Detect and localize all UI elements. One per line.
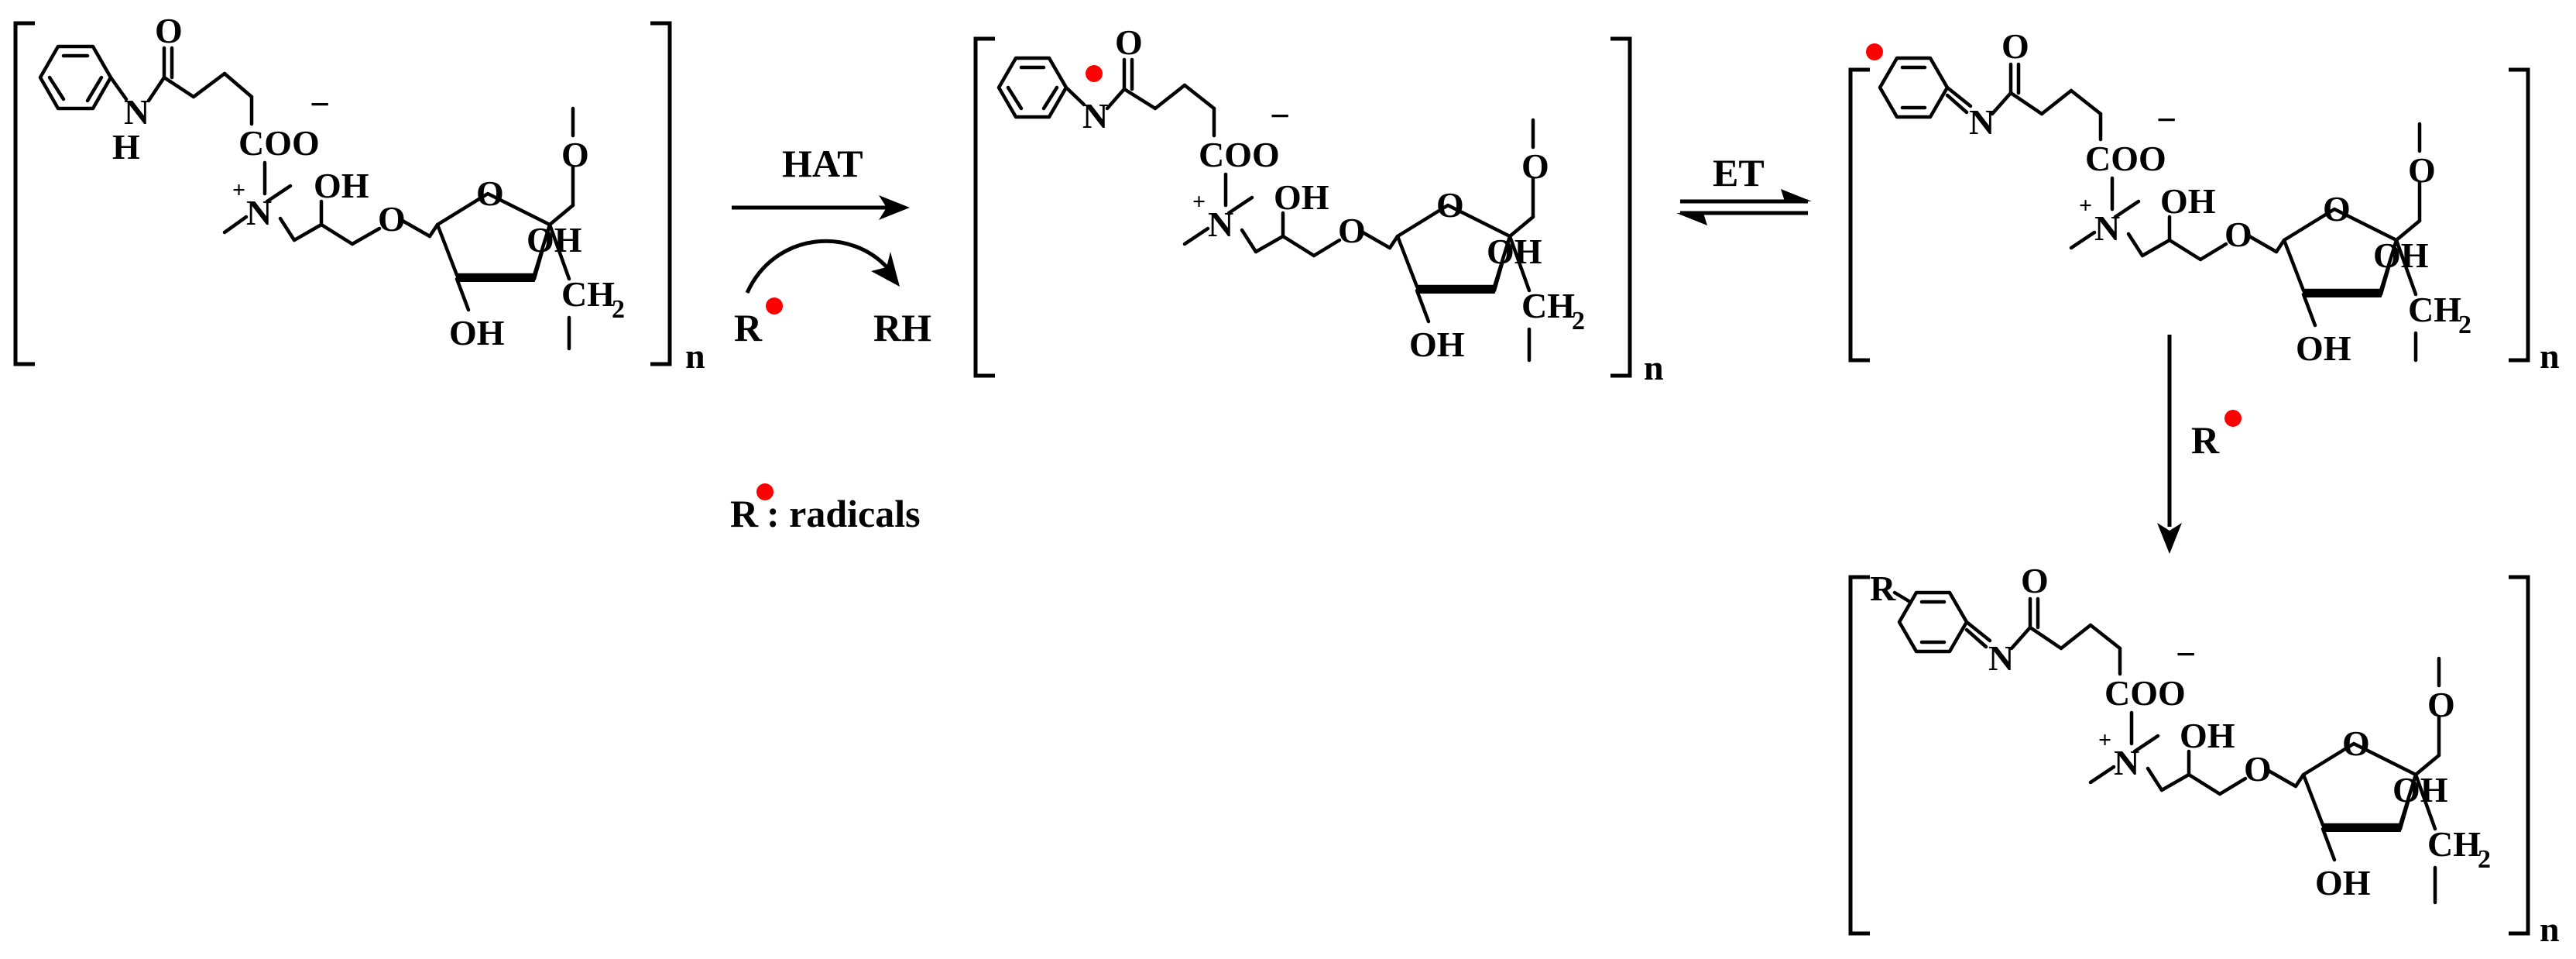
oh-top: OH (1274, 177, 1329, 217)
ring-o: O (476, 174, 504, 213)
oh-top: OH (314, 166, 369, 205)
coo-charge: − (1270, 96, 1290, 136)
ether-o: O (378, 199, 406, 239)
coo-group: COO (238, 123, 320, 163)
amide-n: N (1082, 96, 1108, 136)
benzene-ring (38, 44, 113, 111)
radical-dot (1086, 65, 1103, 82)
reactant-radical-dot (766, 297, 783, 315)
furanose-ring (2301, 741, 2418, 827)
ring-o: O (2342, 724, 2370, 763)
n-plus-sign: + (2079, 193, 2092, 218)
oh-top: OH (2180, 716, 2235, 755)
carbonyl-o: O (2021, 561, 2049, 600)
ch2-group: CH (2408, 290, 2461, 329)
ch2-group: CH (2427, 824, 2481, 864)
amide-n: N (124, 92, 149, 132)
ring-o: O (2323, 189, 2351, 229)
oh-top: OH (2160, 181, 2216, 221)
ch2-subscript: 2 (1572, 307, 1585, 335)
radical-addition-step: R (2157, 335, 2242, 554)
right-bracket (650, 21, 672, 366)
molecule-1: n N H O COO − OH + N O (13, 11, 705, 376)
n-plus-sign: + (1192, 189, 1206, 215)
left-bracket (13, 21, 35, 366)
amide-h: H (112, 127, 140, 167)
oh-bottom: OH (2296, 328, 2351, 368)
ether-o: O (1338, 211, 1366, 250)
ether-o: O (2244, 749, 2272, 789)
reactant-radical-r: R (734, 306, 763, 349)
repeat-n: n (2540, 909, 2560, 949)
ch2-subscript: 2 (612, 295, 625, 324)
down-radical-dot (2224, 410, 2242, 427)
product-rh: RH (873, 306, 931, 349)
oh-bottom: OH (2315, 863, 2371, 902)
r-substituent: R (1870, 569, 1896, 608)
imine-n: N (1969, 102, 1995, 142)
et-label: ET (1713, 151, 1765, 194)
left-bracket (1848, 575, 1870, 936)
coo-charge: − (2176, 634, 2196, 674)
curved-arrow (745, 239, 892, 294)
methoxy-o: O (2427, 685, 2455, 724)
carbonyl-o: O (1115, 22, 1143, 62)
carbonyl-o: O (155, 11, 183, 50)
coo-charge: − (2156, 100, 2176, 139)
quinoid-ring (1878, 56, 1950, 119)
right-bracket (2509, 575, 2530, 936)
oh-bottom: OH (1409, 325, 1465, 364)
n-plus-sign: + (2098, 727, 2111, 753)
down-radical-r: R (2191, 418, 2220, 462)
furanose-ring (435, 191, 552, 277)
methoxy-o: O (561, 135, 589, 174)
hat-step: HAT R RH (732, 142, 931, 349)
legend-text: : radicals (767, 492, 921, 535)
imine-n: N (1988, 638, 2014, 678)
coo-group: COO (2104, 673, 2186, 713)
molecule-3: n N O COO − OH + N O O OH (1848, 26, 2560, 376)
molecule-2: n N O COO − OH + N O O OH (973, 22, 1664, 387)
legend-symbol: R (730, 492, 759, 535)
right-bracket (2509, 67, 2530, 363)
methoxy-o: O (2408, 150, 2436, 190)
repeat-n: n (1644, 348, 1664, 387)
repeat-n: n (2540, 336, 2560, 376)
legend: R : radicals (730, 483, 921, 535)
ch2-group: CH (561, 274, 615, 314)
coo-group: COO (1199, 135, 1280, 174)
oh-bottom: OH (449, 313, 505, 352)
right-bracket (1610, 36, 1632, 378)
hat-label: HAT (782, 142, 863, 185)
quinoid-ring (1897, 590, 1969, 654)
left-bracket (973, 36, 995, 378)
et-step: ET (1676, 151, 1812, 225)
ether-o: O (2224, 215, 2252, 254)
n-plus-sign: + (232, 177, 245, 203)
coo-charge: − (310, 84, 330, 124)
coo-group: COO (2085, 139, 2166, 178)
furanose-ring (2282, 207, 2399, 293)
molecule-4: n R N O COO − OH + N O O (1848, 561, 2560, 949)
furanose-ring (1395, 203, 1512, 289)
benzene-ring (996, 56, 1068, 119)
radical-dot (1866, 43, 1883, 60)
ring-o: O (1436, 185, 1464, 225)
methoxy-o: O (1521, 146, 1549, 186)
ch2-subscript: 2 (2458, 311, 2471, 339)
ch2-subscript: 2 (2478, 845, 2491, 874)
carbonyl-o: O (2001, 26, 2029, 66)
repeat-n: n (685, 336, 705, 376)
left-bracket (1848, 67, 1870, 363)
ch2-group: CH (1521, 286, 1575, 325)
legend-radical-dot (756, 483, 773, 500)
